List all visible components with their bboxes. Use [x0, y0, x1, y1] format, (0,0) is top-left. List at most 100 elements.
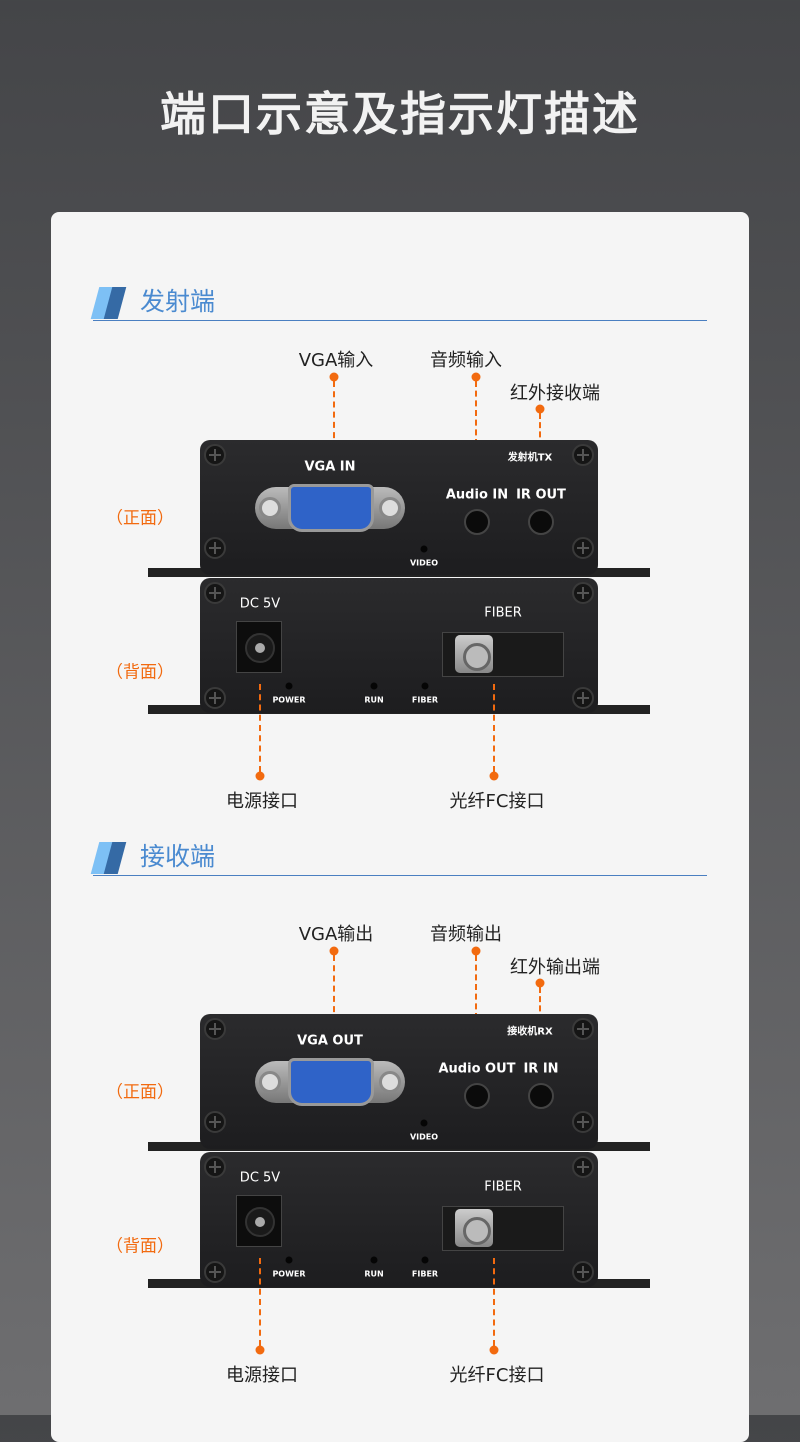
led-label-run: RUN — [364, 695, 384, 705]
device-diagram: VGA输出 音频输出红外输出端 （正面） （背面） VGA OUT 接收机RX Audio … — [0, 574, 800, 1394]
port-label: VGA输入 — [298, 350, 374, 371]
screw-icon — [572, 1111, 594, 1133]
fiber-port-label: FIBER — [484, 605, 522, 621]
callout-dot — [489, 1345, 499, 1355]
screw-icon — [204, 1018, 226, 1040]
callout-line — [259, 684, 261, 772]
bolt-icon — [379, 1071, 401, 1093]
screw-icon — [204, 1261, 226, 1283]
screw-icon — [204, 582, 226, 604]
screw-icon — [204, 1111, 226, 1133]
section-title: 接收端 — [140, 842, 216, 871]
audio-port-label: Audio OUT — [438, 1061, 516, 1077]
led-label-power: POWER — [272, 1269, 306, 1279]
back-label: （背面） — [106, 1236, 174, 1257]
model-label: 接收机RX — [507, 1026, 553, 1038]
port-label: 音频输出 — [430, 924, 502, 945]
led-label-power: POWER — [272, 695, 306, 705]
fiber-fc-port — [442, 1206, 564, 1251]
status-led — [285, 682, 293, 690]
video-led-label: VIDEO — [409, 558, 439, 568]
screw-icon — [204, 537, 226, 559]
bolt-icon — [259, 497, 281, 519]
screw-icon — [572, 1156, 594, 1178]
section-title-bar: 接收端 — [90, 840, 707, 876]
vga-port-label: VGA IN — [304, 459, 356, 475]
callout-dot — [329, 946, 339, 956]
audio-port-label: Audio IN — [445, 487, 509, 503]
callout-line — [333, 381, 335, 479]
callout-line — [493, 1258, 495, 1346]
fiber-port-label: FIBER — [484, 1179, 522, 1195]
vga-port-label: VGA OUT — [297, 1033, 363, 1049]
screw-icon — [572, 537, 594, 559]
led-label-fiber_led: FIBER — [411, 1269, 439, 1279]
status-led — [421, 1256, 429, 1264]
front-label: （正面） — [106, 1082, 174, 1103]
video-led-label: VIDEO — [409, 1132, 439, 1142]
led-label-fiber_led: FIBER — [411, 695, 439, 705]
front-panel: VGA OUT 接收机RX Audio OUT IR IN VIDEO — [200, 1014, 598, 1149]
front-label: （正面） — [106, 508, 174, 529]
dc-socket-icon — [245, 1207, 275, 1237]
section-title: 发射端 — [140, 287, 216, 316]
dc-power-jack — [236, 1195, 282, 1247]
fc-connector-icon — [455, 1209, 493, 1247]
screw-icon — [572, 582, 594, 604]
screw-icon — [572, 1261, 594, 1283]
port-label: 电源接口 — [226, 1365, 298, 1386]
dc-socket-icon — [245, 633, 275, 663]
audio-jack-icon — [464, 1083, 490, 1109]
callout-dot — [489, 771, 499, 781]
callout-dot — [329, 372, 339, 382]
port-label: 音频输入 — [430, 350, 502, 371]
bolt-icon — [259, 1071, 281, 1093]
section-title-bar: 发射端 — [90, 285, 707, 321]
callout-dot — [471, 946, 481, 956]
video-led — [420, 1119, 428, 1127]
vga-socket-icon — [288, 1058, 374, 1106]
screw-icon — [572, 687, 594, 709]
status-led — [370, 682, 378, 690]
bolt-icon — [379, 497, 401, 519]
dc-power-jack — [236, 621, 282, 673]
fc-connector-icon — [455, 635, 493, 673]
page-title: 端口示意及指示灯描述 — [160, 87, 640, 141]
led-label-run: RUN — [364, 1269, 384, 1279]
vga-socket-icon — [288, 484, 374, 532]
port-label: VGA输出 — [298, 924, 374, 945]
callout-line — [259, 1258, 261, 1346]
callout-line — [475, 955, 477, 1048]
callout-line — [493, 684, 495, 772]
port-label: 光纤FC接口 — [449, 1365, 545, 1386]
ir-port-label: IR IN — [523, 1061, 559, 1077]
screw-icon — [204, 444, 226, 466]
back-label: （背面） — [106, 662, 174, 683]
video-led — [420, 545, 428, 553]
ir-jack-icon — [528, 1083, 554, 1109]
dc-port-label: DC 5V — [239, 1170, 281, 1186]
screw-icon — [572, 1018, 594, 1040]
back-panel: DC 5V FIBER POWER RUN FIBER — [200, 578, 598, 713]
callout-dot — [255, 1345, 265, 1355]
callout-dot — [255, 771, 265, 781]
fiber-fc-port — [442, 632, 564, 677]
callout-dot — [535, 978, 545, 988]
audio-jack-icon — [464, 509, 490, 535]
callout-line — [333, 955, 335, 1053]
port-label: 红外输出端 — [510, 957, 600, 978]
status-led — [285, 1256, 293, 1264]
status-led — [370, 1256, 378, 1264]
port-label: 光纤FC接口 — [449, 791, 545, 812]
callout-line — [475, 381, 477, 474]
port-label: 红外接收端 — [510, 383, 600, 404]
back-panel: DC 5V FIBER POWER RUN FIBER — [200, 1152, 598, 1287]
screw-icon — [204, 1156, 226, 1178]
port-label: 电源接口 — [226, 791, 298, 812]
ir-jack-icon — [528, 509, 554, 535]
screw-icon — [572, 444, 594, 466]
callout-dot — [471, 372, 481, 382]
dc-port-label: DC 5V — [239, 596, 281, 612]
